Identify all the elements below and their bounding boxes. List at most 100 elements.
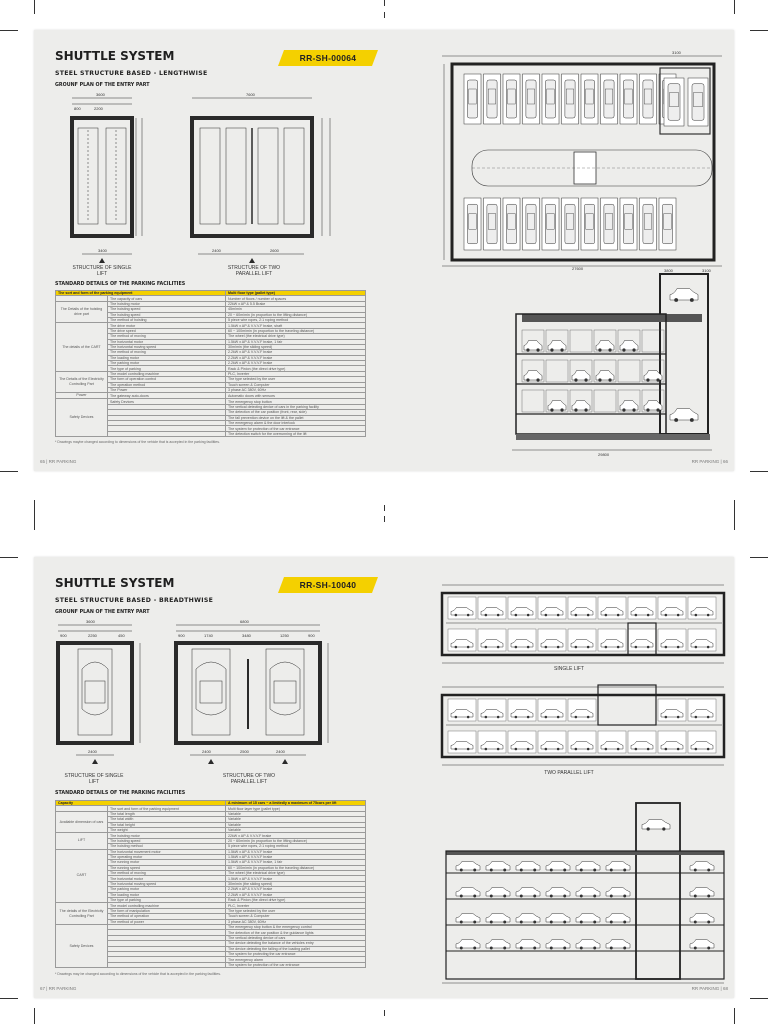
car-wheel (536, 348, 540, 352)
car-side-icon (669, 288, 699, 301)
car-side-icon (523, 370, 543, 381)
car-side-icon (689, 913, 715, 923)
category-cell: Available dimension of cars (55, 810, 108, 834)
dim-label: 900 (60, 633, 67, 638)
caption-two-parallel-lift: STRUCTURE OF TWO PARALLEL LIFT (227, 265, 281, 277)
footnote: * Drawings may be changed according to d… (55, 972, 221, 976)
car-wheel (622, 408, 626, 412)
spec-item-cell: The Power (106, 386, 227, 394)
car-wheel (676, 645, 680, 649)
roof-slab (522, 314, 702, 322)
rack-bay (521, 359, 545, 383)
dim-label: 900 (308, 633, 315, 638)
entry-plan-two-parallel-lift: 6800 900 1740 3480 1250 900 2400 2500 24… (174, 619, 329, 764)
car-wheel (489, 894, 493, 898)
car-side-icon (690, 741, 714, 750)
car-wheel (533, 868, 537, 872)
two-parallel-lift-section-drawing (440, 684, 726, 766)
rack-bay (641, 329, 665, 353)
label-single-lift: SINGLE LIFT (553, 666, 584, 672)
car-wheel (623, 868, 627, 872)
car-side-icon (575, 939, 601, 949)
car-wheel (693, 894, 697, 898)
car-side-icon (605, 913, 631, 923)
car-side-icon (605, 939, 631, 949)
crop-mark (0, 30, 18, 31)
car-wheel (574, 408, 578, 412)
car-wheel (584, 378, 588, 382)
car-side-icon (540, 639, 564, 648)
car-wheel (632, 348, 636, 352)
car-wheel (473, 894, 477, 898)
car-wheel (563, 868, 567, 872)
standard-details-heading: STANDARD DETAILS OF THE PARKING FACILITI… (55, 791, 186, 796)
car-icon (467, 79, 478, 119)
car-wheel (473, 920, 477, 924)
rack-bay (593, 329, 617, 353)
car-wheel (496, 747, 500, 751)
car-side-icon (545, 913, 571, 923)
car-windshield (624, 88, 633, 105)
car-side-icon (630, 741, 654, 750)
crop-mark (384, 1010, 385, 1016)
car-wheel (707, 894, 711, 898)
car-wheel (550, 408, 554, 412)
car-wheel (519, 894, 523, 898)
car-wheel (563, 946, 567, 950)
car-wheel (526, 715, 530, 719)
car-wheel (503, 894, 507, 898)
car-wheel (662, 827, 666, 831)
car-side-icon (660, 607, 684, 616)
car-side-icon (515, 939, 541, 949)
car-wheel (484, 747, 488, 751)
building-outline (450, 62, 716, 262)
car-wheel (646, 645, 650, 649)
dim-label: 3100 (672, 50, 682, 55)
car-wheel (616, 645, 620, 649)
car-side-icon (571, 370, 591, 381)
dim-label: 3400 (98, 248, 108, 253)
caption-two-parallel-lift: STRUCTURE OF TWO PARALLEL LIFT (222, 773, 276, 785)
car-wheel (560, 408, 564, 412)
car-side-icon (570, 741, 594, 750)
table-row: The system for protection of the car ent… (56, 961, 367, 969)
car-wheel (503, 946, 507, 950)
car-wheel (514, 715, 518, 719)
car-wheel (574, 645, 578, 649)
car-icon (564, 79, 576, 119)
car-side-icon (605, 861, 631, 871)
car-side-icon (669, 408, 699, 421)
car-side-icon (515, 913, 541, 923)
dim-label: 2250 (88, 633, 98, 638)
caption-single-lift: STRUCTURE OF SINGLE LIFT (64, 773, 124, 785)
car-wheel (674, 298, 679, 302)
car-wheel (608, 378, 612, 382)
car-wheel (623, 946, 627, 950)
car-wheel (676, 613, 680, 617)
dim-label: 2400 (276, 749, 286, 754)
car-wheel (519, 920, 523, 924)
car-side-icon (690, 607, 714, 616)
car-side-icon (660, 709, 684, 718)
rack-bay (521, 389, 545, 413)
crop-mark (750, 471, 768, 472)
rack-bay (545, 389, 569, 413)
dim-label: 1740 (204, 633, 214, 638)
car-wheel (514, 747, 518, 751)
car-side-icon (595, 370, 615, 381)
car-wheel (593, 946, 597, 950)
car-wheel (579, 946, 583, 950)
car-wheel (593, 868, 597, 872)
car-side-icon (450, 607, 474, 616)
car-wheel (664, 645, 668, 649)
crop-mark (750, 557, 768, 558)
car-icon (486, 203, 498, 245)
car-windshield (468, 88, 477, 105)
car-wheel (634, 747, 638, 751)
rack-bay (545, 359, 569, 383)
car-wheel (526, 747, 530, 751)
rack-bay (593, 359, 617, 383)
dim-label: 2500 (240, 749, 250, 754)
